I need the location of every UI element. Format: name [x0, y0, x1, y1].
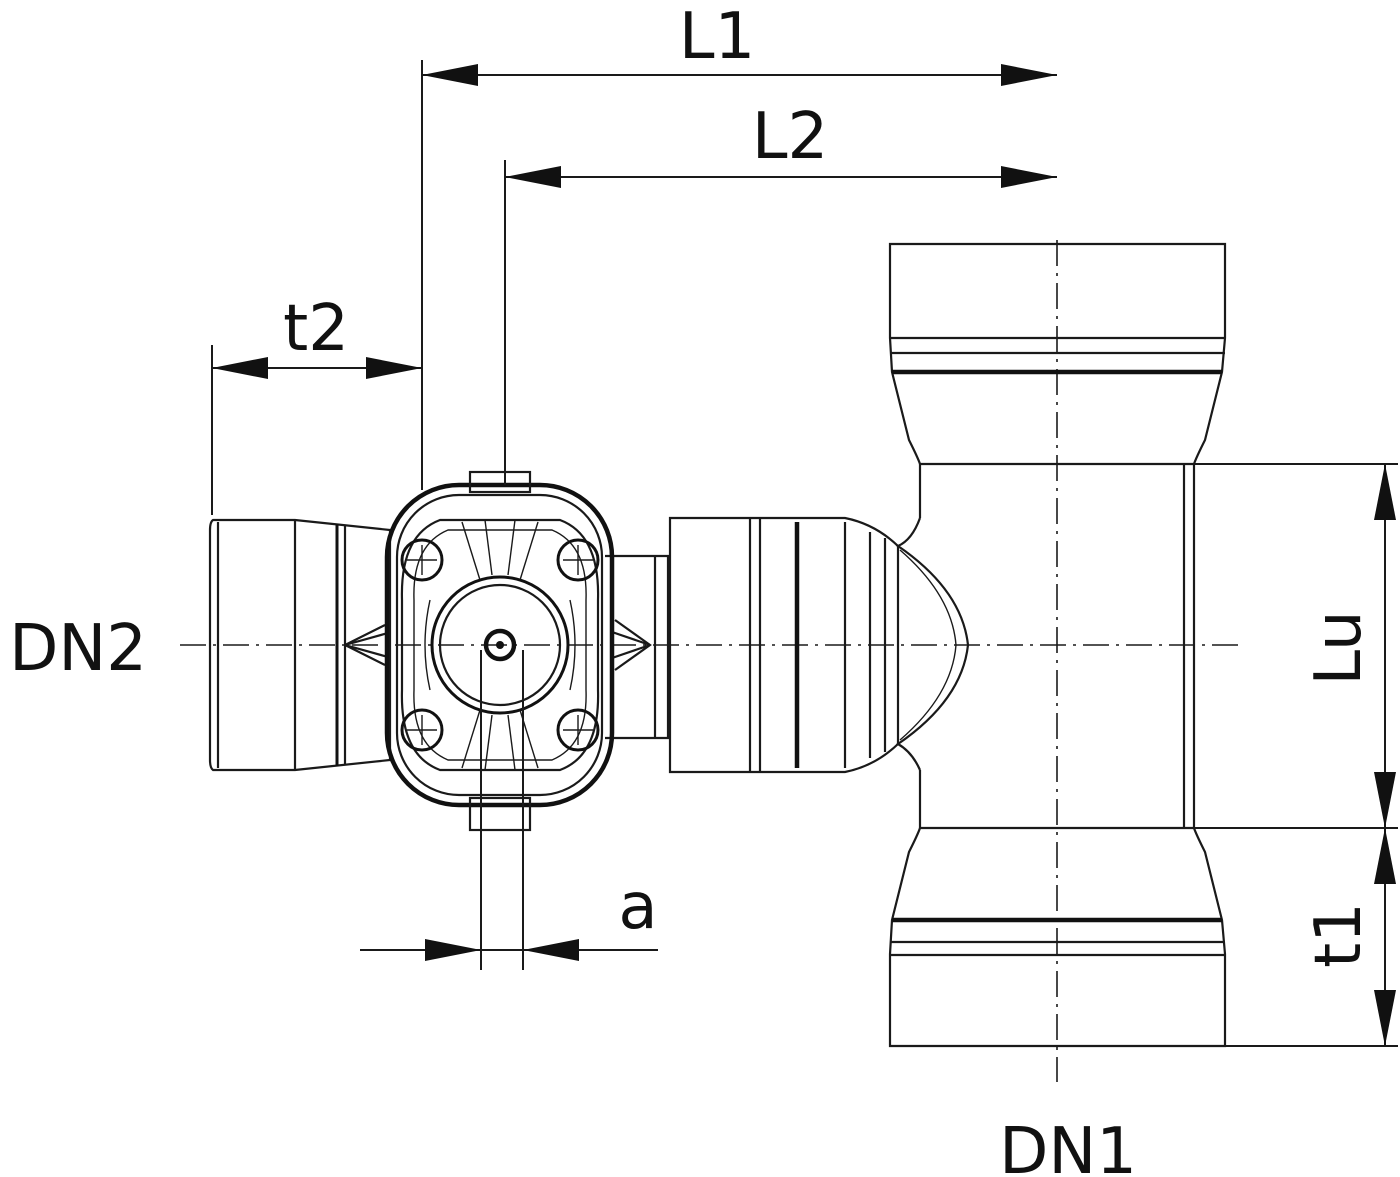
bolt-icon — [400, 538, 444, 582]
tapping-point — [483, 628, 517, 662]
central-cap — [430, 575, 570, 715]
label-L1: L1 — [679, 0, 755, 74]
saddle-housing — [384, 470, 615, 832]
bolt-icon — [400, 708, 444, 752]
dimension-labels: L1 L2 t2 DN2 a DN1 Lu t1 — [9, 0, 1376, 1177]
bolts — [400, 538, 600, 752]
label-Lu: Lu — [1302, 610, 1376, 685]
dimension-lines — [211, 60, 1398, 1047]
saddle-outer — [384, 482, 615, 808]
branch-spigot — [605, 516, 900, 774]
branch-dome — [895, 517, 970, 771]
dn2-spigot — [208, 518, 392, 772]
label-a: a — [618, 870, 657, 944]
bolt-icon — [556, 538, 600, 582]
label-DN1: DN1 — [999, 1115, 1137, 1177]
label-t1: t1 — [1302, 902, 1376, 968]
bolt-icon — [556, 708, 600, 752]
label-t2: t2 — [283, 292, 349, 366]
label-DN2: DN2 — [9, 612, 147, 686]
label-L2: L2 — [752, 100, 828, 174]
